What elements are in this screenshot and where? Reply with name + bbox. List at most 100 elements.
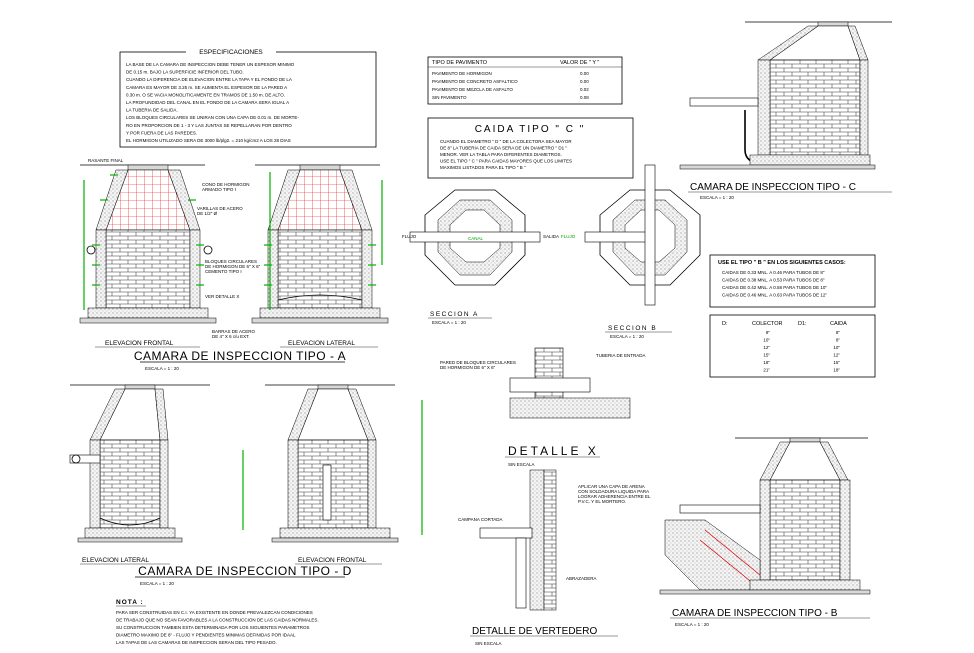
collector-cell: 8"	[766, 330, 771, 335]
collector-header: COLECTOR	[752, 321, 782, 327]
nota-line: LAS TAPAS DE LAS CAMARAS DE INSPECCION S…	[116, 640, 277, 645]
pared-bloques-label: PARED DE BLOQUES CIRCULARES	[440, 360, 516, 365]
spec-line: DE 0.15 m. BAJO LA SUPERFICIE INFERIOR D…	[126, 70, 244, 75]
svg-text:ESCALA = 1 : 20: ESCALA = 1 : 20	[700, 195, 734, 200]
collector-cell: 18"	[833, 368, 840, 373]
caida-line: CUANDO EL DIAMETRO " D " DE LA COLECTORA…	[440, 139, 572, 144]
pavement-row-value: 0.00	[580, 79, 589, 84]
spec-line: LA BASE DE LA CAMARA DE INSPECCION DEBE …	[126, 62, 295, 67]
tipo-d-scale: ESCALA = 1 : 20	[140, 581, 174, 586]
tipo-b-line: CAIDAS DE 0.33 MNL. A 0.46 PARA TUBOS DE…	[722, 270, 825, 275]
tipo-a-title: CAMARA DE INSPECCION TIPO - A	[134, 349, 346, 363]
seccion-b-plan: FLUJO SECCION B ESCALA = 1 : 20	[561, 164, 701, 339]
detalle-vertedero-title: DETALLE DE VERTEDERO	[472, 626, 597, 637]
spec-line: LA PROFUNDIDAD DEL CANAL EN EL FONDO DE …	[126, 100, 289, 105]
spec-line: RO EN PROPORCION DE 1 - 3 Y LAS JUNTAS S…	[126, 123, 292, 128]
pavement-row-name: PAVIMENTO DE CONCRETO ASFALTICO	[432, 79, 518, 84]
tipo-c-section: CAMARA DE INSPECCION TIPO - C ESCALA = 1…	[679, 21, 892, 200]
tipo-b-line: CAIDAS DE 0.38 MNL. A 0.53 PARA TUBOS DE…	[722, 278, 825, 283]
pavement-table: TIPO DE PAVIMENTO VALOR DE " Y " PAVIMEN…	[427, 56, 623, 105]
detalle-vertedero: APLICAR UNA CAPA DE ARENA CON SOLDADURA …	[458, 469, 651, 646]
specifications-text: LA BASE DE LA CAMARA DE INSPECCION DEBE …	[126, 62, 299, 143]
svg-text:ESCALA = 1 : 20: ESCALA = 1 : 20	[675, 622, 709, 627]
flujo-a-label: FLUJO	[402, 234, 417, 239]
tipo-d-title: CAMARA DE INSPECCION TIPO - D	[138, 564, 352, 578]
specifications-panel: ESPECIFICACIONES LA BASE DE LA CAMARA DE…	[119, 45, 377, 148]
svg-text:LOGRAR ADHERENCIA ENTRE EL: LOGRAR ADHERENCIA ENTRE EL	[578, 494, 651, 499]
caida-line: MAXIMOS LISTADOS PARA EL TIPO " B "	[440, 165, 526, 170]
collector-cell: 18"	[763, 360, 770, 365]
tipo-d-frontal-elevation: ELEVACION FRONTAL	[242, 384, 423, 565]
nota-line: PARA SER CONSTRUIDAS EN C.I. YA EXISTENT…	[116, 610, 313, 615]
tipo-b-line: CAIDAS DE 0.46 MNL. A 0.63 PARA TUBOS DE…	[722, 293, 827, 298]
tipo-a-scale: ESCALA = 1 : 20	[145, 366, 179, 371]
svg-text:CEMENTO TIPO I: CEMENTO TIPO I	[205, 269, 242, 274]
tipo-d-frontal-title: ELEVACION FRONTAL	[298, 557, 367, 564]
svg-text:DE 1/2" Ø: DE 1/2" Ø	[197, 211, 218, 216]
svg-text:DE HORMIGON DE 6" X 6": DE HORMIGON DE 6" X 6"	[205, 264, 261, 269]
bloques-label: BLOQUES CIRCULARES	[205, 259, 257, 264]
svg-text:ESCALA = 1 : 20: ESCALA = 1 : 20	[610, 334, 644, 339]
svg-text:SIN ESCALA: SIN ESCALA	[508, 462, 535, 467]
collector-cell: 10"	[763, 338, 770, 343]
collector-header: D1:	[798, 321, 807, 327]
rasante-label: RASANTE FINAL	[88, 158, 124, 163]
pavement-row-value: 0.02	[580, 87, 589, 92]
caida-line: DE 8" LA TUBERIA DE CAIDA SERA DE UN DIA…	[440, 146, 567, 151]
campana-label: CAMPANA CORTADA	[458, 517, 503, 522]
tipo-b-section: CAMARA DE INSPECCION TIPO - B ESCALA = 1…	[659, 437, 871, 627]
seccion-b-title: SECCION B	[608, 325, 657, 332]
tipo-a-frontal-elevation: RASANTE FINAL ELEVACION FRONTAL	[79, 158, 217, 348]
collector-header: D:	[722, 321, 728, 327]
tipo-d-lateral-title: ELEVACION LATERAL	[82, 557, 149, 564]
pavement-col-value: VALOR DE " Y "	[560, 60, 599, 66]
svg-text:P.V.C. Y EL MORTERO.: P.V.C. Y EL MORTERO.	[578, 499, 626, 504]
tipo-a-frontal-title: ELEVACION FRONTAL	[105, 340, 174, 347]
collector-cell: 12"	[763, 345, 770, 350]
svg-text:ESCALA = 1 : 20: ESCALA = 1 : 20	[432, 320, 466, 325]
pavement-col-type: TIPO DE PAVIMENTO	[432, 60, 488, 66]
caida-tipo-c-text: CUANDO EL DIAMETRO " D " DE LA COLECTORA…	[440, 139, 572, 170]
seccion-a-plan: CANAL FLUJO SALIDA SECCION A ESCALA = 1 …	[402, 189, 559, 325]
tipo-a-lateral-title: ELEVACION LATERAL	[288, 340, 355, 347]
caida-tipo-c-title: CAIDA TIPO " C "	[475, 124, 586, 135]
spec-line: 0.30 m. O SE VACIA MONOLITICAMENTE EN TR…	[126, 92, 285, 97]
flujo-b-label: FLUJO	[561, 234, 576, 239]
pavement-row-name: SIN PAVIMENTO	[432, 95, 467, 100]
collector-cell: 12"	[833, 353, 840, 358]
nota-line: DE TRABAJO QUE NO SEAN FAVORABLES A LA C…	[116, 618, 319, 623]
abrazadera-label: ABRAZADERA	[566, 576, 597, 581]
nota-text: PARA SER CONSTRUIDAS EN C.I. YA EXISTENT…	[116, 610, 319, 645]
spec-line: CUANDO LA DIFERENCIA DE ELEVACION ENTRE …	[126, 77, 292, 82]
collector-cell: 15"	[833, 360, 840, 365]
tipo-b-line: CAIDAS DE 0.42 MNL. A 0.58 PARA TUBOS DE…	[722, 285, 827, 290]
nota-title: NOTA :	[116, 599, 144, 606]
detalle-x: PARED DE BLOQUES CIRCULARES DE HORMIGON …	[440, 347, 646, 467]
detalle-x-title: DETALLE X	[508, 444, 599, 458]
collector-cell: 21"	[763, 368, 770, 373]
pavement-row-name: PAVIMENTO DE HORMIGON	[432, 71, 492, 76]
varillas-label: VARILLAS DE ACERO	[197, 206, 243, 211]
nota-line: DIAMETRO MAXIMO DE 8" - FLUJO Y PENDIENT…	[116, 633, 296, 638]
collector-header: CAIDA	[830, 321, 847, 327]
spec-line: EL HORMIGON UTILIZADO SERA DE 3000 lb/pl…	[126, 138, 291, 143]
collector-cell: 10"	[833, 345, 840, 350]
tipo-d-lateral-elevation: ELEVACION LATERAL	[69, 384, 210, 565]
spec-line: Y POR FUERA DE LAS PAREDES.	[126, 130, 197, 135]
caida-line: USE EL TIPO " C " PARA CAIDAS MAYORES QU…	[440, 159, 572, 164]
canal-label: CANAL	[468, 236, 484, 241]
pavement-row-name: PAVIMENTO DE MEZCLA DE ASFALTO	[432, 87, 513, 92]
aplicar-capa-label: APLICAR UNA CAPA DE ARENA	[578, 484, 645, 489]
svg-text:DE HORMIGON DE 6" X 6": DE HORMIGON DE 6" X 6"	[440, 365, 496, 370]
pavement-row-value: 0.00	[580, 71, 589, 76]
spec-line: CAMARA ES MAYOR DE 3.25 m. SE AUMENTA EL…	[126, 85, 287, 90]
collector-table-headers: D: COLECTOR D1: CAIDA	[722, 321, 847, 327]
tipo-b-cases-panel: USE EL TIPO " B " EN LOS SIGUIENTES CASO…	[709, 254, 876, 308]
svg-text:SIN ESCALA: SIN ESCALA	[475, 641, 502, 646]
specifications-title: ESPECIFICACIONES	[199, 49, 263, 56]
caida-tipo-c-panel: CAIDA TIPO " C " CUANDO EL DIAMETRO " D …	[427, 117, 634, 179]
ver-detalle-x-label: VER DETALLE X	[205, 294, 239, 299]
